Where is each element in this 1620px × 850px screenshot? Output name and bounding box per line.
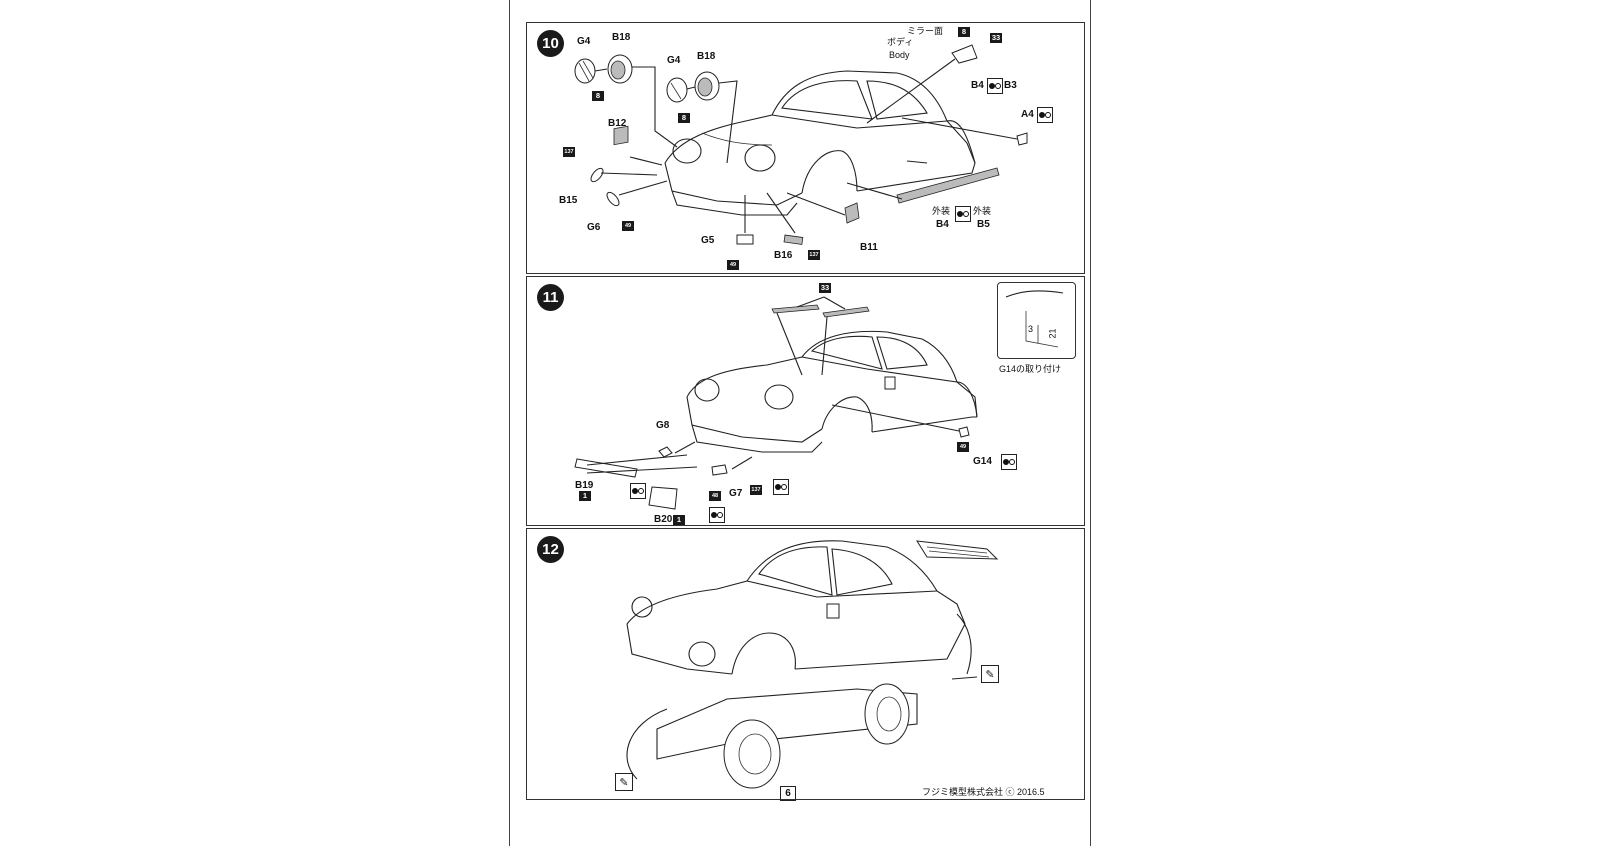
copyright-footer: フジミ模型株式会社 ⓒ 2016.5 (922, 787, 1045, 797)
rear-wheel (864, 683, 910, 745)
part-b16 (783, 234, 804, 245)
part-a4 (1016, 132, 1028, 146)
chassis (656, 688, 918, 760)
paint-spot-icon (987, 78, 1003, 94)
label-g8: G8 (656, 420, 670, 431)
paint-code: 8 (592, 91, 604, 101)
label-a4: A4 (1021, 109, 1034, 120)
label-b16: B16 (774, 250, 793, 261)
label-b4-exterior: B4 (936, 219, 949, 230)
paint-code: 1 (579, 491, 591, 501)
part-mirror (951, 44, 978, 64)
part-wiper-right (822, 306, 870, 318)
label-b19: B19 (575, 480, 594, 491)
paint-code: 8 (678, 113, 690, 123)
label-b18-left: B18 (612, 32, 631, 43)
paint-code: 49 (957, 442, 969, 452)
paint-spot-icon (955, 206, 971, 222)
inset-dimension: 21 (1047, 328, 1058, 339)
cement-tube-icon: ✎ (615, 773, 633, 791)
part-side-skirt (896, 167, 1000, 204)
label-g6: G6 (587, 222, 601, 233)
paint-spot-icon (773, 479, 789, 495)
part-g7 (711, 464, 728, 476)
part-b18-left (607, 54, 633, 84)
label-body-jp: ボディ (887, 37, 914, 47)
label-exterior-jp-2: 外装 (973, 206, 992, 216)
part-g14 (958, 426, 970, 438)
label-mirror-face: ミラー面 (907, 26, 944, 36)
paint-code: 49 (622, 221, 634, 231)
paint-code: 8 (958, 27, 970, 37)
part-g8 (658, 446, 673, 458)
part-g5 (736, 234, 754, 245)
instruction-sheet: 10 (509, 0, 1091, 846)
label-b20: B20 (654, 514, 673, 525)
label-exterior-jp-1: 外装 (932, 206, 951, 216)
paint-code: 49 (727, 260, 739, 270)
cement-tube-icon: ✎ (981, 665, 999, 683)
paint-spot-icon (1001, 454, 1017, 470)
paint-code: 137 (563, 147, 575, 157)
inset-dimension: 3 (1028, 324, 1034, 334)
paint-code: 33 (990, 33, 1002, 43)
front-wheel (723, 719, 781, 789)
label-g7: G7 (729, 488, 743, 499)
step-12-car-drawing (626, 540, 999, 789)
paint-code: 137 (808, 250, 820, 260)
step-11-car-drawing (574, 296, 978, 510)
part-g4-mid (666, 77, 688, 103)
label-b11: B11 (860, 242, 878, 253)
step-10-car-drawing (574, 44, 1028, 245)
step-number-badge: 11 (537, 284, 564, 311)
part-b12 (613, 125, 629, 146)
part-b20 (648, 486, 678, 510)
g14-mount-inset: 3 21 (997, 282, 1076, 359)
step-12-panel: 12 ✎ ✎ (526, 528, 1085, 800)
step-10-panel: 10 (526, 22, 1085, 274)
paint-code: 33 (819, 283, 831, 293)
part-b18-mid (694, 71, 720, 101)
label-body-en: Body (889, 50, 910, 60)
step-11-panel: 11 (526, 276, 1085, 526)
part-g4-left (574, 58, 596, 84)
label-b15: B15 (559, 195, 578, 206)
label-b4: B4 (971, 80, 984, 91)
paint-spot-icon (630, 483, 646, 499)
label-b18-mid: B18 (697, 51, 716, 62)
paint-spot-icon (709, 507, 725, 523)
paint-code: 48 (709, 491, 721, 501)
label-b3: B3 (1004, 80, 1017, 91)
part-b11 (844, 202, 860, 224)
part-b19 (574, 458, 638, 478)
step-number-badge: 10 (537, 30, 564, 57)
label-g4-mid: G4 (667, 55, 681, 66)
label-g5: G5 (701, 235, 715, 246)
paint-code: 137 (750, 485, 762, 495)
page-number: 6 (780, 786, 796, 801)
part-g6 (606, 191, 620, 207)
label-g14: G14 (973, 456, 992, 467)
label-g4-left: G4 (577, 36, 591, 47)
paint-code: 1 (673, 515, 685, 525)
label-b5: B5 (977, 219, 990, 230)
step-number-badge: 12 (537, 536, 564, 563)
inset-caption: G14の取り付け (999, 364, 1062, 374)
paint-spot-icon (1037, 107, 1053, 123)
part-wiper-left (771, 304, 820, 314)
label-b12: B12 (608, 118, 627, 129)
part-b15 (590, 167, 604, 183)
